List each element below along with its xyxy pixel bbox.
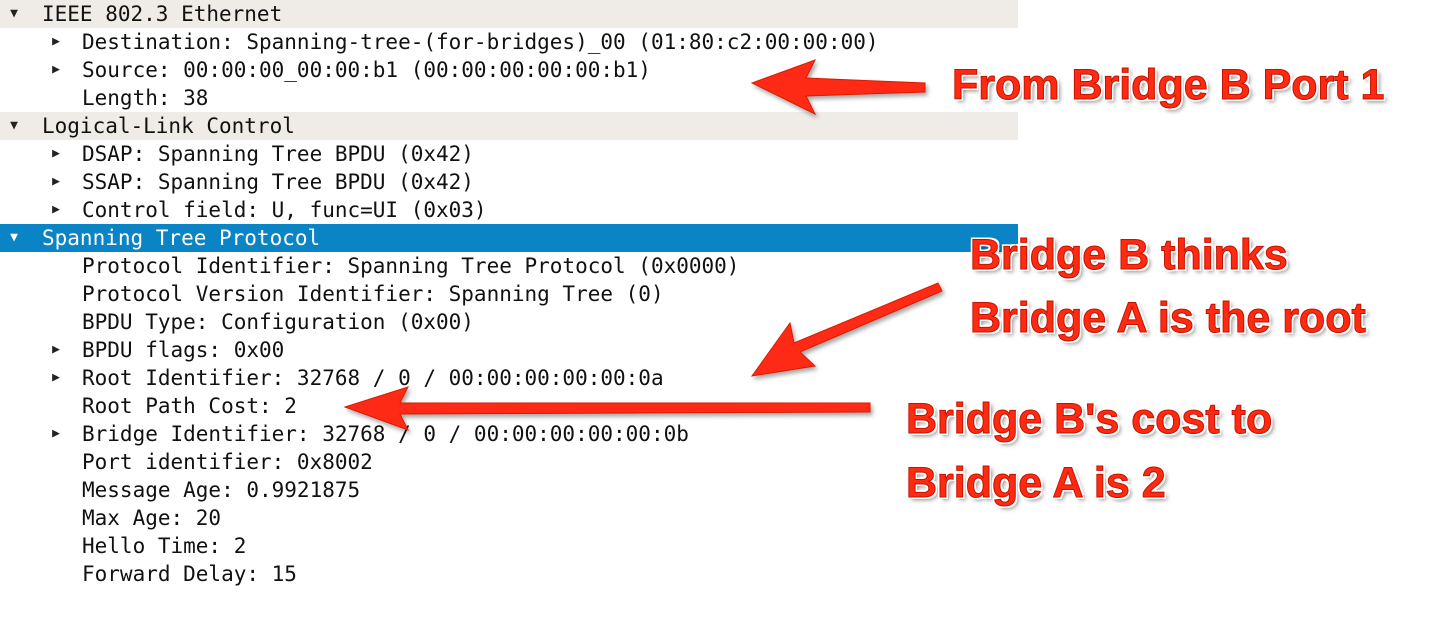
tree-row-label: Length: 38 xyxy=(82,86,209,110)
tree-row-root-identifier[interactable]: Root Identifier: 32768 / 0 / 00:00:00:00… xyxy=(0,364,1018,392)
tree-row-label: Root Path Cost: 2 xyxy=(82,394,297,418)
tree-row-label: Destination: Spanning-tree-(for-bridges)… xyxy=(82,30,879,54)
tree-row-ethernet[interactable]: IEEE 802.3 Ethernet xyxy=(0,0,1018,28)
tree-row-bpdu-type[interactable]: BPDU Type: Configuration (0x00) xyxy=(0,308,1018,336)
tree-row-bpdu-flags[interactable]: BPDU flags: 0x00 xyxy=(0,336,1018,364)
tree-row-source[interactable]: Source: 00:00:00_00:00:b1 (00:00:00:00:0… xyxy=(0,56,1018,84)
annotation-cost-line2: Bridge A is 2 xyxy=(906,459,1167,508)
arrow-to-root-path-cost xyxy=(343,386,871,431)
tree-row-label: Spanning Tree Protocol xyxy=(42,226,321,250)
tree-row-label: Protocol Version Identifier: Spanning Tr… xyxy=(82,282,664,306)
tree-row-label: Protocol Identifier: Spanning Tree Proto… xyxy=(82,254,740,278)
annotation-from-bridge: From Bridge B Port 1 xyxy=(951,61,1385,110)
tree-row-bridge-identifier[interactable]: Bridge Identifier: 32768 / 0 / 00:00:00:… xyxy=(0,420,1018,448)
tree-row-label: Port identifier: 0x8002 xyxy=(82,450,373,474)
tree-row-length[interactable]: Length: 38 xyxy=(0,84,1018,112)
tree-row-label: SSAP: Spanning Tree BPDU (0x42) xyxy=(82,170,474,194)
tree-row-label: Message Age: 0.9921875 xyxy=(82,478,361,502)
tree-row-label: Root Identifier: 32768 / 0 / 00:00:00:00… xyxy=(82,366,664,390)
tree-row-label: Logical-Link Control xyxy=(42,114,295,138)
tree-row-label: Hello Time: 2 xyxy=(82,534,247,558)
annotation-cost-line1: Bridge B's cost to xyxy=(905,395,1273,444)
tree-row-control-field[interactable]: Control field: U, func=UI (0x03) xyxy=(0,196,1018,224)
tree-row-forward-delay[interactable]: Forward Delay: 15 xyxy=(0,560,1018,588)
tree-row-ssap[interactable]: SSAP: Spanning Tree BPDU (0x42) xyxy=(0,168,1018,196)
tree-row-destination[interactable]: Destination: Spanning-tree-(for-bridges)… xyxy=(0,28,1018,56)
tree-row-label: Bridge Identifier: 32768 / 0 / 00:00:00:… xyxy=(82,422,689,446)
tree-row-label: Control field: U, func=UI (0x03) xyxy=(82,198,487,222)
annotation-thinks-line2: Bridge A is the root xyxy=(970,294,1367,343)
tree-row-message-age[interactable]: Message Age: 0.9921875 xyxy=(0,476,1018,504)
tree-row-protocol-version[interactable]: Protocol Version Identifier: Spanning Tr… xyxy=(0,280,1018,308)
tree-row-label: BPDU flags: 0x00 xyxy=(82,338,285,362)
tree-row-label: Source: 00:00:00_00:00:b1 (00:00:00:00:0… xyxy=(82,58,651,82)
packet-details-tree: IEEE 802.3 Ethernet Destination: Spannin… xyxy=(0,0,1018,588)
tree-row-label: BPDU Type: Configuration (0x00) xyxy=(82,310,474,334)
tree-row-root-path-cost[interactable]: Root Path Cost: 2 xyxy=(0,392,1018,420)
tree-row-llc[interactable]: Logical-Link Control xyxy=(0,112,1018,140)
tree-row-stp[interactable]: Spanning Tree Protocol xyxy=(0,224,1018,252)
tree-row-dsap[interactable]: DSAP: Spanning Tree BPDU (0x42) xyxy=(0,140,1018,168)
tree-row-label: Forward Delay: 15 xyxy=(82,562,297,586)
annotation-thinks-line1: Bridge B thinks xyxy=(970,231,1289,280)
tree-row-label: DSAP: Spanning Tree BPDU (0x42) xyxy=(82,142,474,166)
tree-row-label: IEEE 802.3 Ethernet xyxy=(42,2,283,26)
tree-row-max-age[interactable]: Max Age: 20 xyxy=(0,504,1018,532)
tree-row-protocol-identifier[interactable]: Protocol Identifier: Spanning Tree Proto… xyxy=(0,252,1018,280)
tree-row-port-identifier[interactable]: Port identifier: 0x8002 xyxy=(0,448,1018,476)
arrow-to-source xyxy=(750,59,926,116)
arrow-to-root-identifier xyxy=(750,282,943,377)
tree-row-hello-time[interactable]: Hello Time: 2 xyxy=(0,532,1018,560)
tree-row-label: Max Age: 20 xyxy=(82,506,222,530)
